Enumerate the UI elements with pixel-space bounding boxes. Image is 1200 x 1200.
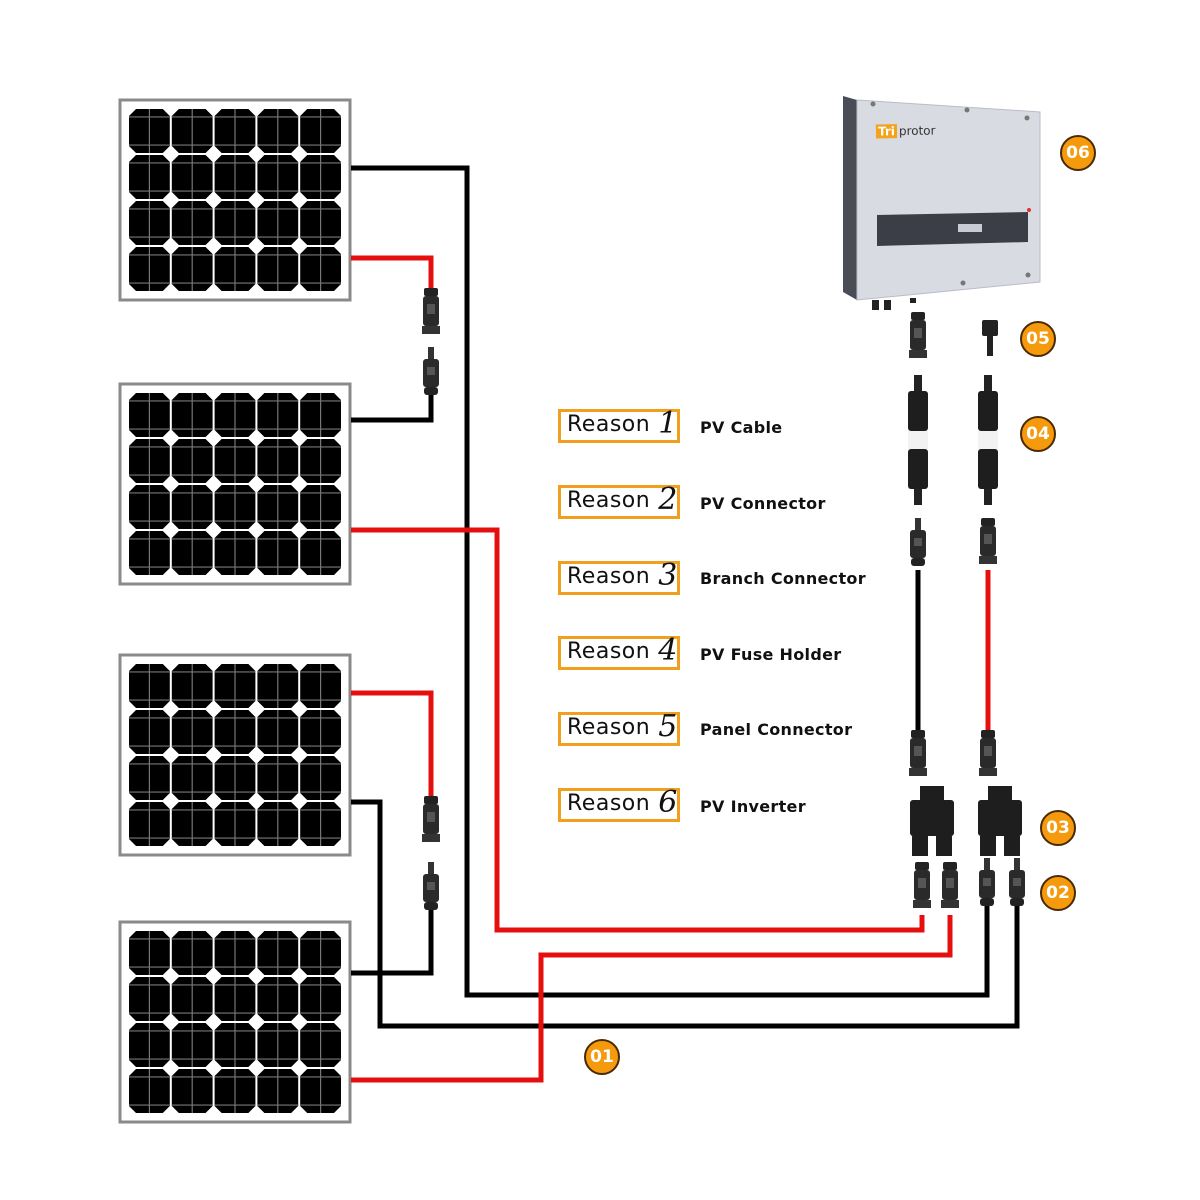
solar-panel <box>118 98 352 302</box>
reason-label-3: Branch Connector <box>700 569 866 588</box>
mc4-female-connector <box>913 862 931 908</box>
reason-box-6: Reason 6 <box>558 788 680 822</box>
positive-wire <box>351 690 434 798</box>
mc4-male-connector <box>979 858 995 906</box>
reason-label-4: PV Fuse Holder <box>700 645 842 664</box>
pv-fuse-holder <box>978 375 998 505</box>
mc4-small-connector <box>982 320 998 356</box>
reason-box-5: Reason 5 <box>558 712 680 746</box>
inverter-brand-logo: Tri protor <box>875 123 936 139</box>
mc4-male-connector <box>910 518 926 566</box>
reason-word: Reason <box>567 488 651 513</box>
reason-box-3: Reason 3 <box>558 561 680 595</box>
brand-prefix: Tri <box>875 124 898 139</box>
reason-label-2: PV Connector <box>700 494 826 513</box>
mc4-male-connector <box>1009 858 1025 906</box>
negative-wire <box>351 908 434 976</box>
reason-number: 3 <box>658 558 678 593</box>
mc4-male-connector <box>423 862 439 910</box>
branch-connector <box>978 786 1022 856</box>
mc4-female-connector <box>422 288 440 334</box>
reason-number: 5 <box>658 709 678 744</box>
reason-box-4: Reason 4 <box>558 636 680 670</box>
reason-word: Reason <box>567 715 651 740</box>
reason-number: 2 <box>658 482 678 517</box>
badge-02-pv-connector: 02 <box>1040 875 1076 911</box>
negative-wire <box>351 799 1020 1029</box>
branch-connector <box>910 786 954 856</box>
mc4-female-connector <box>909 312 927 358</box>
mc4-female-connector <box>941 862 959 908</box>
reason-label-5: Panel Connector <box>700 720 853 739</box>
reason-word: Reason <box>567 564 651 589</box>
badge-03-branch-connector: 03 <box>1040 810 1076 846</box>
positive-wire <box>351 527 925 933</box>
solar-panel <box>118 653 352 857</box>
reason-word: Reason <box>567 639 651 664</box>
mc4-female-connector <box>909 730 927 776</box>
brand-name: protor <box>898 123 936 139</box>
reason-box-1: Reason 1 <box>558 409 680 443</box>
negative-wire <box>351 165 990 998</box>
reason-word: Reason <box>567 791 651 816</box>
mc4-female-connector <box>979 730 997 776</box>
badge-04-fuse-holder: 04 <box>1020 416 1056 452</box>
negative-wire <box>351 395 434 423</box>
positive-wire <box>351 255 434 290</box>
reason-number: 6 <box>658 785 678 820</box>
mc4-female-connector <box>422 796 440 842</box>
reason-box-2: Reason 2 <box>558 485 680 519</box>
solar-panel <box>118 382 352 586</box>
badge-06-inverter: 06 <box>1060 135 1096 171</box>
reason-number: 4 <box>658 633 678 668</box>
badge-05-panel-connector: 05 <box>1020 321 1056 357</box>
pv-fuse-holder <box>908 375 928 505</box>
reason-label-1: PV Cable <box>700 418 783 437</box>
mc4-male-connector <box>423 347 439 395</box>
reason-number: 1 <box>658 406 678 441</box>
mc4-female-connector <box>979 518 997 564</box>
pv-inverter <box>843 96 1041 310</box>
positive-wire <box>351 915 953 1083</box>
solar-panel <box>118 920 352 1124</box>
badge-01-pv-cable: 01 <box>584 1039 620 1075</box>
reason-word: Reason <box>567 412 651 437</box>
reason-label-6: PV Inverter <box>700 797 806 816</box>
